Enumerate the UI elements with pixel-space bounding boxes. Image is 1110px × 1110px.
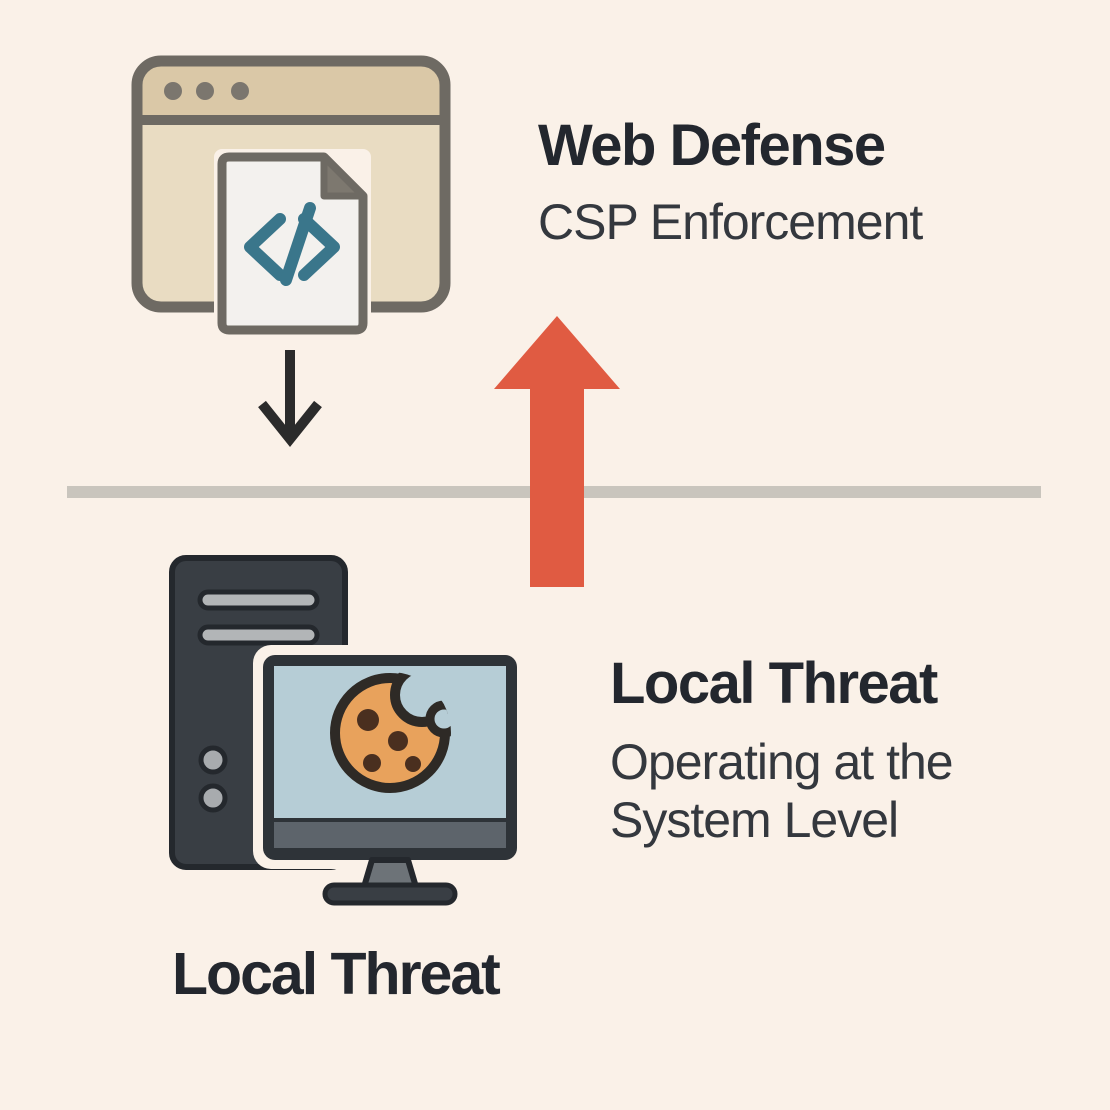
up-arrow-shape	[494, 316, 620, 587]
local-threat-title: Local Threat	[610, 651, 938, 716]
down-arrow-shape	[258, 350, 322, 448]
up-arrow-icon	[494, 316, 620, 587]
local-threat-subtitle-line2: System Level	[610, 791, 899, 848]
down-arrow-icon	[258, 350, 322, 448]
web-defense-label: Web Defense CSP Enforcement	[538, 113, 923, 251]
browser-window-icon	[131, 55, 451, 338]
web-defense-title: Web Defense	[538, 113, 886, 178]
tower-buttons	[198, 745, 228, 813]
tower-vent-slots	[197, 589, 320, 646]
web-defense-subtitle: CSP Enforcement	[538, 193, 923, 250]
desktop-computer-icon	[169, 555, 527, 906]
cookie-chips	[357, 709, 421, 772]
code-file-fold	[320, 153, 367, 200]
local-threat-label: Local Threat Operating at the System Lev…	[610, 651, 954, 849]
monitor-stand-base	[322, 882, 458, 906]
code-brackets-icon	[244, 202, 340, 286]
monitor-bezel-bar	[274, 822, 506, 848]
browser-header	[137, 61, 445, 120]
local-threat-caption: Local Threat	[172, 941, 501, 1007]
local-threat-subtitle: Operating at the System Level	[610, 733, 954, 849]
local-threat-subtitle-line1: Operating at the	[610, 733, 954, 790]
browser-dots-icon	[164, 82, 249, 100]
